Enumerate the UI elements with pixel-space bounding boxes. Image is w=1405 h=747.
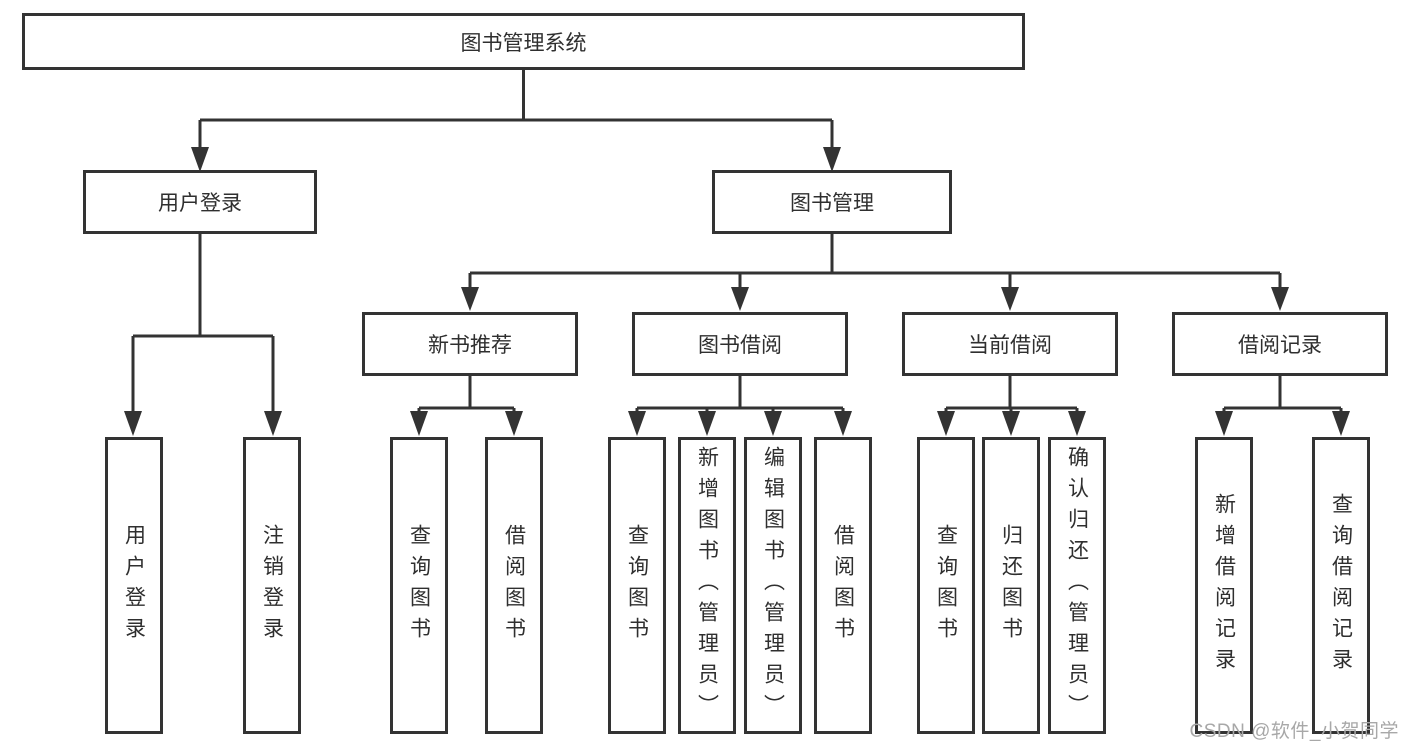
node-label: 查询图书 <box>625 523 649 648</box>
leaf-return-books: 归还图书 <box>982 437 1040 734</box>
leaf-edit-books-admin: 编辑图书（管理员） <box>744 437 802 734</box>
node-label: 编辑图书（管理员） <box>761 446 785 725</box>
node-root-library-system: 图书管理系统 <box>22 13 1025 70</box>
node-label: 新书推荐 <box>428 334 512 357</box>
node-current-borrow: 当前借阅 <box>902 312 1118 376</box>
node-label: 借阅图书 <box>502 523 526 648</box>
leaf-add-books-admin: 新增图书（管理员） <box>678 437 736 734</box>
node-user-login: 用户登录 <box>83 170 317 234</box>
node-label: 用户登录 <box>122 523 146 648</box>
node-label: 归还图书 <box>999 523 1023 648</box>
node-label: 确认归还（管理员） <box>1065 446 1089 725</box>
leaf-borrow-books: 借阅图书 <box>485 437 543 734</box>
node-label: 查询图书 <box>407 523 431 648</box>
node-label: 借阅记录 <box>1238 334 1322 357</box>
node-label: 图书管理 <box>790 192 874 215</box>
leaf-query-books: 查询图书 <box>390 437 448 734</box>
node-borrow-record: 借阅记录 <box>1172 312 1388 376</box>
leaf-borrow-books: 借阅图书 <box>814 437 872 734</box>
node-new-book-recommend: 新书推荐 <box>362 312 578 376</box>
leaf-user-login: 用户登录 <box>105 437 163 734</box>
csdn-watermark: CSDN @软件_小贺同学 <box>1189 721 1399 742</box>
node-label: 查询借阅记录 <box>1329 492 1353 679</box>
leaf-query-borrow-record: 查询借阅记录 <box>1312 437 1370 734</box>
node-book-management: 图书管理 <box>712 170 952 234</box>
node-book-borrow: 图书借阅 <box>632 312 848 376</box>
leaf-add-borrow-record: 新增借阅记录 <box>1195 437 1253 734</box>
node-label: 新增图书（管理员） <box>695 446 719 725</box>
node-label: 当前借阅 <box>968 334 1052 357</box>
node-label: 图书借阅 <box>698 334 782 357</box>
node-label: 用户登录 <box>158 192 242 215</box>
node-label: 借阅图书 <box>831 523 855 648</box>
node-label: 新增借阅记录 <box>1212 492 1236 679</box>
node-label: 图书管理系统 <box>460 31 587 55</box>
leaf-confirm-return-admin: 确认归还（管理员） <box>1048 437 1106 734</box>
node-label: 注销登录 <box>260 523 284 648</box>
leaf-query-books: 查询图书 <box>608 437 666 734</box>
node-label: 查询图书 <box>934 523 958 648</box>
leaf-logout: 注销登录 <box>243 437 301 734</box>
leaf-query-books: 查询图书 <box>917 437 975 734</box>
